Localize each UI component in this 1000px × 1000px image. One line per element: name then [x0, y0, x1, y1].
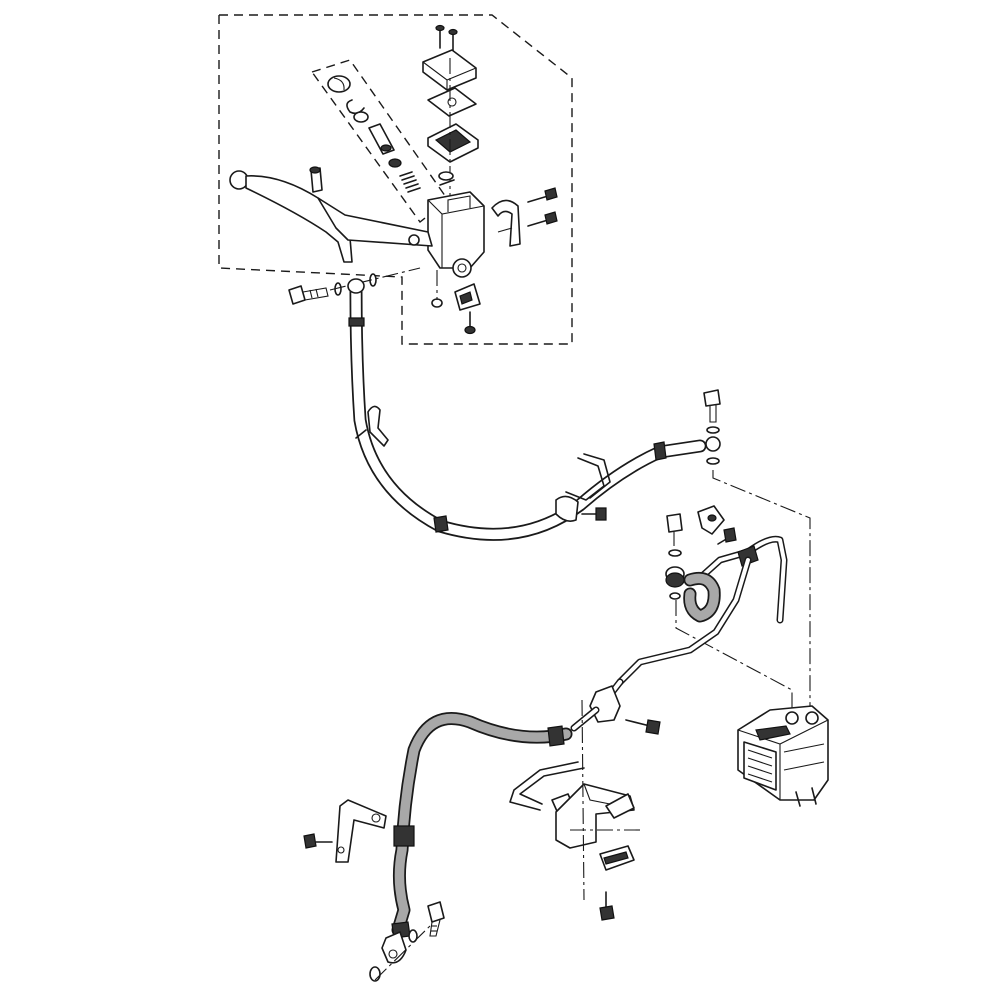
abs-metal-pipes: [616, 535, 788, 686]
caliper-washer-a: [408, 929, 418, 943]
lower-hose-joint-bolt: [625, 719, 661, 735]
centerline-abs-a: [675, 600, 793, 720]
abs-hose-clamp: [697, 505, 725, 535]
abs-modulator: [737, 705, 829, 807]
abs-clamp-bolt: [717, 527, 737, 545]
master-cylinder-body: [427, 191, 485, 278]
diaphragm: [427, 123, 479, 163]
small-o-ring: [438, 171, 455, 186]
joint-washer-a: [706, 426, 720, 434]
abs-banjo-bolt: [666, 513, 683, 557]
brake-lever: [229, 170, 433, 263]
lower-left-bracket: [335, 799, 387, 863]
lower-middle-bolt: [599, 891, 615, 921]
joint-banjo: [705, 436, 721, 452]
hose-guide-loop: [555, 453, 611, 522]
banjo-bolt-upper: [288, 285, 329, 305]
handlebar-clamp: [491, 199, 521, 247]
centerline-joint: [712, 470, 811, 720]
hose-clip-upper: [355, 405, 389, 447]
joint-washer-b: [706, 457, 720, 465]
lower-brake-hose: [381, 678, 624, 964]
cylinder-nut: [431, 270, 443, 308]
clamp-bolt-lower: [527, 211, 558, 227]
cap-plate: [427, 87, 477, 117]
reservoir-cap-screws: [435, 24, 458, 53]
lower-middle-bracket: [555, 783, 635, 849]
hose-guide-bolt: [581, 507, 607, 521]
bracket-bolt-left: [303, 833, 333, 849]
piston-kit: [327, 75, 421, 193]
rubber-grommet: [599, 845, 635, 871]
upper-brake-hose: [347, 278, 707, 541]
joint-bolt: [703, 389, 721, 423]
switch-screw: [464, 311, 476, 335]
centerline-lower-middle: [581, 699, 585, 901]
brake-light-switch: [454, 283, 481, 311]
abs-fitting-block: [665, 566, 685, 600]
lever-pivot-bolt: [309, 166, 323, 193]
clamp-bolt-upper: [527, 187, 558, 203]
caliper-washer-b: [369, 966, 381, 982]
caliper-banjo-bolt: [427, 901, 445, 937]
